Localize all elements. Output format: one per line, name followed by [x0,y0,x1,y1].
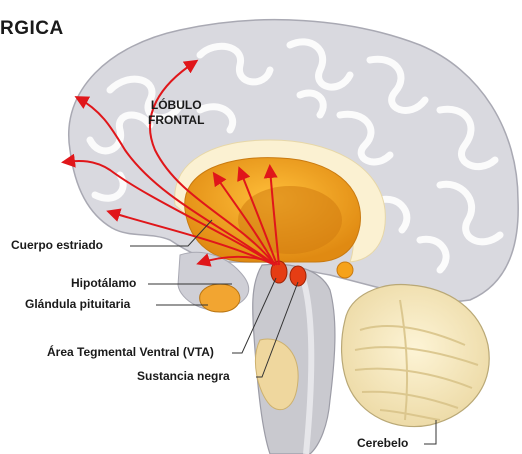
striatum-inner [238,186,342,254]
striatum-label: Cuerpo estriado [11,238,103,252]
pituitary-label: Glándula pituitaria [25,297,130,311]
cerebellum [342,285,490,427]
frontal-lobe-label-line2: FRONTAL [148,113,204,128]
frontal-lobe-label-line1: LÓBULO [148,98,204,113]
hypothalamus-label: Hipotálamo [71,276,136,290]
frontal-lobe-label: LÓBULO FRONTAL [148,98,204,128]
nucleus-small [337,262,353,278]
cerebellum-label: Cerebelo [357,436,408,450]
substantia-nigra-label: Sustancia negra [137,369,230,383]
diagram-title: RGICA [0,18,64,40]
vta-label: Área Tegmental Ventral (VTA) [47,345,214,359]
pituitary-gland [200,284,240,312]
